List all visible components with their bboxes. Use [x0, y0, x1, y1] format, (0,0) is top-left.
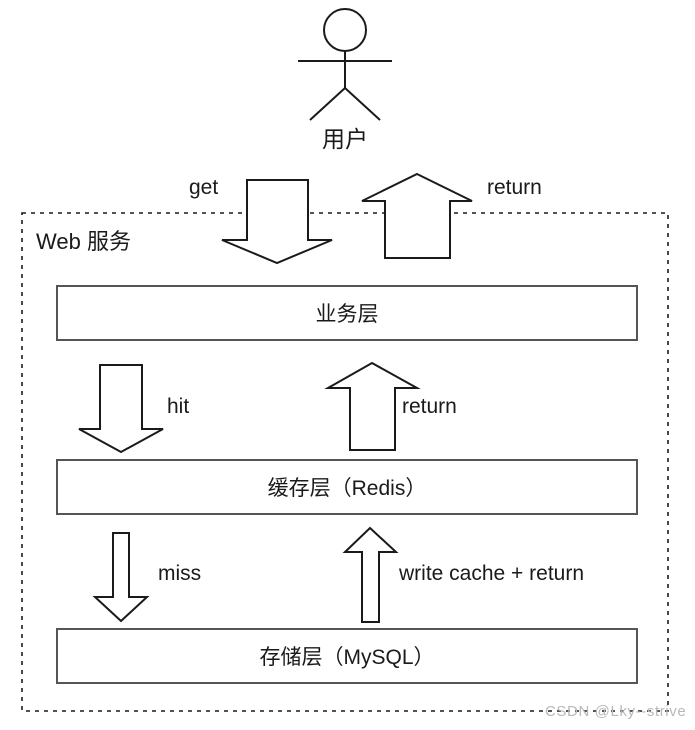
edge-label-write-cache: write cache + return [399, 562, 585, 585]
csdn-watermark: CSDN @Lky--strive [545, 703, 687, 720]
web-service-boundary [21, 212, 669, 712]
actor-leg-left-line [309, 87, 346, 121]
box-cache-layer[interactable] [56, 459, 638, 515]
cache-layer-label: 缓存层（Redis） [267, 477, 427, 500]
edge-label-return-mid: return [402, 395, 457, 418]
box-storage-layer[interactable] [56, 628, 638, 684]
business-layer-label: 业务层 [315, 303, 379, 326]
arrow-get [221, 179, 333, 265]
arrow-miss [92, 532, 150, 623]
arrow-return-top [361, 172, 473, 259]
arrow-write-cache [342, 526, 399, 623]
box-business-layer[interactable] [56, 285, 638, 341]
edge-label-get: get [189, 176, 219, 199]
storage-layer-label: 存储层（MySQL） [259, 646, 435, 669]
actor-label: 用户 [322, 126, 368, 152]
web-service-label: Web 服务 [36, 229, 131, 254]
arrow-return-mid [324, 361, 421, 451]
arrow-hit [78, 364, 164, 454]
user-actor-figure [298, 8, 392, 121]
edge-label-return-top: return [487, 176, 542, 199]
actor-leg-right-line [344, 87, 381, 121]
edge-label-hit: hit [167, 395, 190, 418]
edge-label-miss: miss [158, 562, 202, 585]
